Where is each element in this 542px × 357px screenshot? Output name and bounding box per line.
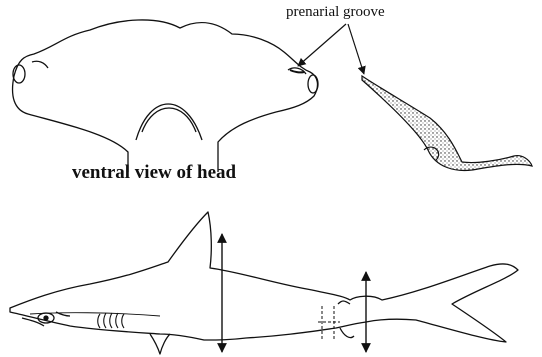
- shark-pupil: [44, 316, 48, 320]
- gill-slits: [98, 313, 124, 328]
- pointer-to-detail: [348, 24, 364, 74]
- mouth-inner: [142, 108, 196, 132]
- pectoral-fin: [150, 334, 170, 354]
- label-pointers: [298, 24, 364, 74]
- second-dorsal-fin: [338, 301, 350, 304]
- ventral-view-caption: ventral view of head: [72, 162, 236, 184]
- mouth-outer: [136, 104, 202, 140]
- left-nostril: [32, 61, 48, 68]
- ventral-head-drawing: [13, 20, 318, 172]
- lateral-line: [30, 313, 160, 316]
- groove-detail-drawing: [362, 76, 532, 170]
- groove-profile: [362, 76, 532, 170]
- head-outline: [13, 20, 318, 172]
- right-eye: [308, 75, 318, 93]
- pointer-to-head: [298, 24, 346, 66]
- shark-lateral-drawing: [10, 212, 518, 354]
- prenarial-groove-label: prenarial groove: [286, 4, 385, 21]
- measurement-brackets: [318, 306, 340, 340]
- anal-fin: [340, 328, 354, 338]
- shark-body-outline: [10, 212, 518, 342]
